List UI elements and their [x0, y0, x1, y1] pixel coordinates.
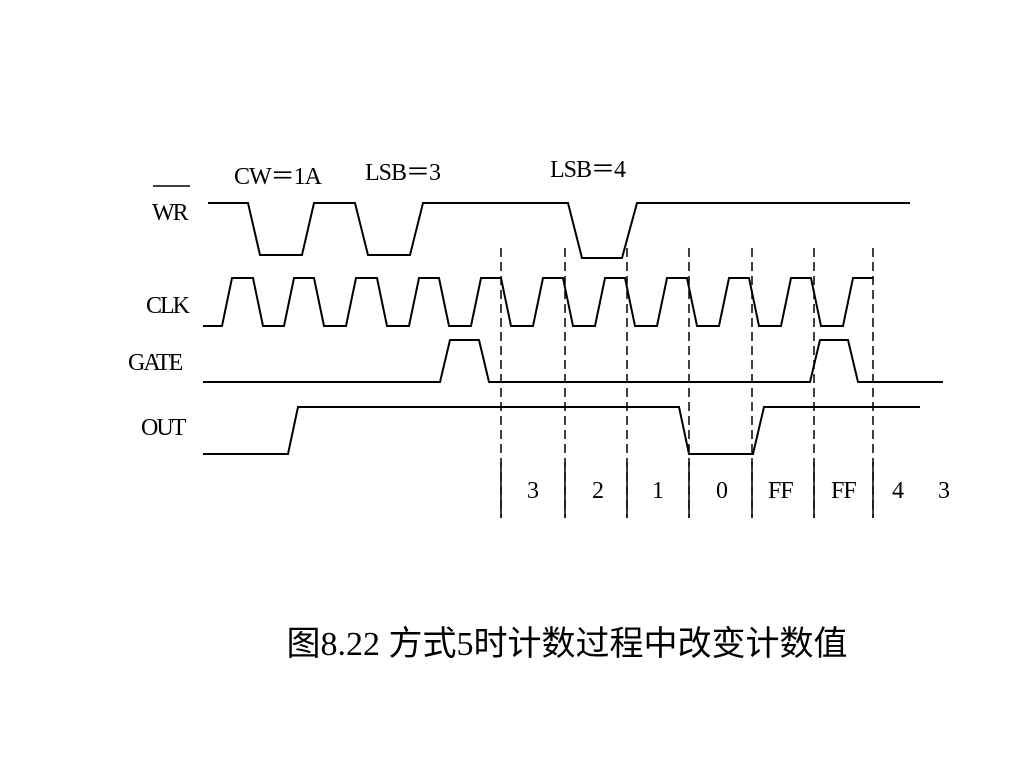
gate-label: GATE: [128, 350, 183, 376]
count-separators: [500, 462, 874, 518]
count-value: 2: [592, 478, 603, 504]
figure-caption: 图8.22 方式5时计数过程中改变计数值: [0, 616, 1024, 665]
wr-waveform: [208, 202, 910, 259]
out-waveform: [203, 406, 920, 455]
gate-waveform: [203, 339, 943, 383]
count-value: 3: [527, 478, 539, 504]
count-value: 0: [716, 478, 728, 504]
count-value: 3: [938, 478, 950, 504]
lsb-annotation-2: LSB＝4: [550, 157, 626, 183]
caption-text: 图8.22 方式5时计数过程中改变计数值: [286, 626, 848, 663]
count-value: 4: [892, 478, 904, 504]
clk-waveform: [203, 277, 873, 327]
lsb-annotation-1: LSB＝3: [365, 160, 441, 186]
count-value: FF: [768, 478, 793, 504]
count-value: FF: [831, 478, 856, 504]
cw-annotation: CW＝1A: [234, 164, 323, 190]
out-label: OUT: [141, 415, 187, 441]
count-value: 1: [652, 478, 663, 504]
wr-label: WR: [152, 200, 189, 226]
clk-label: CLK: [146, 293, 191, 319]
